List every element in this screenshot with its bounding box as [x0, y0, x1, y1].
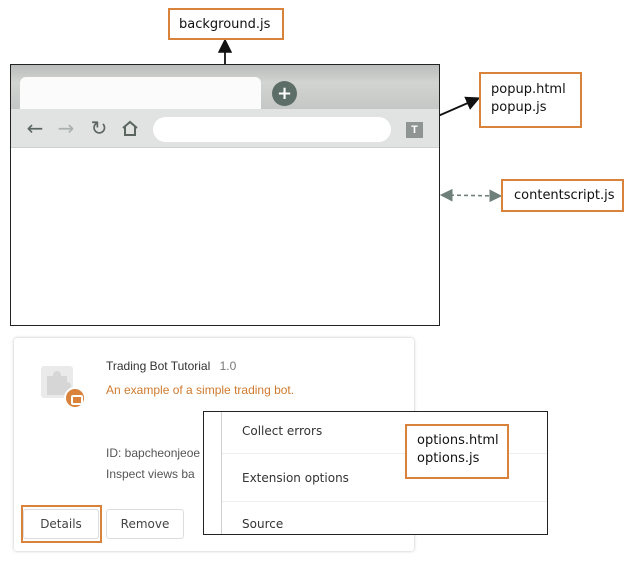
- plus-icon: +: [276, 83, 293, 104]
- options-callout: options.html options.js: [405, 424, 509, 479]
- popup-callout: popup.html popup.js: [479, 72, 582, 128]
- popup-js-label: popup.js: [491, 100, 547, 115]
- new-tab-button[interactable]: +: [272, 81, 297, 106]
- menu-item-source[interactable]: Source: [242, 517, 284, 531]
- options-html-label: options.html: [417, 433, 499, 448]
- extension-toolbar-icon[interactable]: T: [406, 122, 423, 138]
- reload-icon[interactable]: ↻: [90, 116, 108, 140]
- forward-arrow-icon[interactable]: →: [57, 116, 75, 140]
- back-arrow-icon[interactable]: ←: [26, 116, 44, 140]
- background-js-callout: background.js: [168, 8, 284, 40]
- details-button[interactable]: Details: [23, 509, 99, 539]
- extension-letter: T: [411, 124, 418, 136]
- popup-html-label: popup.html: [491, 82, 566, 97]
- menu-divider-line: [221, 412, 222, 534]
- browser-toolbar: ← → ↻ T: [11, 109, 439, 148]
- background-js-label: background.js: [179, 17, 271, 32]
- details-highlight: [21, 505, 102, 543]
- options-js-label: options.js: [417, 451, 480, 466]
- extension-name-text: Trading Bot Tutorial: [106, 359, 211, 373]
- tab-strip: +: [11, 65, 439, 110]
- arrow-contentscript: [439, 188, 503, 203]
- browser-window: + ← → ↻ T: [10, 64, 440, 326]
- contentscript-label: contentscript.js: [514, 188, 615, 203]
- extension-description: An example of a simple trading bot.: [106, 383, 295, 397]
- home-icon[interactable]: [118, 109, 142, 147]
- menu-item-collect-errors[interactable]: Collect errors: [242, 424, 323, 438]
- remove-button[interactable]: Remove: [106, 509, 184, 539]
- extension-name: Trading Bot Tutorial 1.0: [106, 359, 236, 373]
- menu-separator: [222, 501, 547, 502]
- extension-version: 1.0: [219, 359, 237, 373]
- menu-item-extension-options[interactable]: Extension options: [242, 471, 349, 485]
- menu-separator: [222, 453, 547, 454]
- extension-id: ID: bapcheonjeoe: [106, 446, 201, 460]
- address-bar[interactable]: [153, 117, 391, 142]
- browser-tab[interactable]: [20, 77, 261, 110]
- extension-badge-icon: [64, 387, 86, 409]
- contentscript-callout: contentscript.js: [501, 179, 624, 212]
- inspect-views: Inspect views ba: [106, 467, 195, 481]
